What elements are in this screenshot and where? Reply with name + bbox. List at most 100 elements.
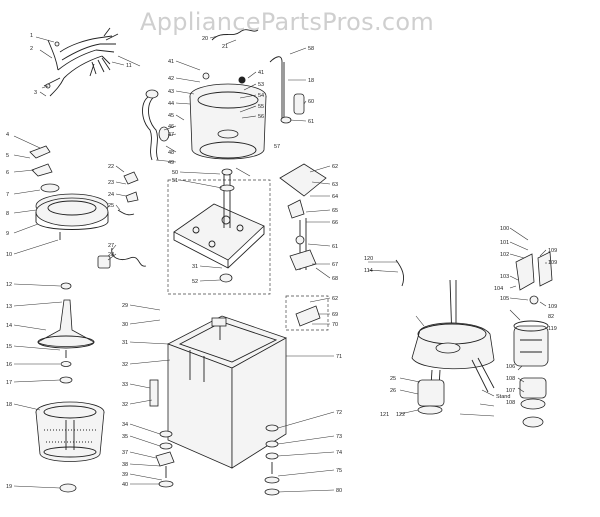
label-62: 62: [332, 164, 338, 170]
label-22: 22: [108, 164, 114, 170]
label-56: 56: [258, 114, 264, 120]
label-18b: 18: [308, 78, 314, 84]
label-108b: 108: [506, 400, 515, 406]
label-109c: 109: [548, 304, 557, 310]
label-30: 30: [122, 322, 128, 328]
label-87: 25: [390, 376, 396, 382]
label-23: 23: [108, 180, 114, 186]
label-72: 72: [336, 410, 342, 416]
label-41: 41: [168, 59, 174, 65]
label-67: 67: [332, 262, 338, 268]
label-45: 45: [168, 113, 174, 119]
label-32: 32: [122, 362, 128, 368]
label-43: 43: [168, 89, 174, 95]
label-100: 100: [500, 226, 509, 232]
hose-clamp-part: [145, 89, 159, 99]
wire-harness-part: [43, 27, 119, 97]
label-101: 101: [500, 240, 509, 246]
timer-and-wiring-part: [97, 171, 147, 269]
label-21: 21: [222, 44, 228, 50]
label-9: 9: [6, 231, 9, 237]
label-42: 42: [168, 76, 174, 82]
label-8: 8: [6, 211, 9, 217]
label-24: 24: [108, 192, 114, 198]
clip-part: [280, 116, 292, 124]
subassembly-outline-2: [285, 295, 329, 331]
label-109b: 109: [548, 260, 557, 266]
label-65: 65: [332, 208, 338, 214]
label-14: 14: [6, 323, 12, 329]
label-33: 33: [122, 382, 128, 388]
label-15: 15: [6, 344, 12, 350]
label-19: 19: [6, 484, 12, 490]
suspension-base-part: [173, 168, 265, 283]
panel-bracket-part: [149, 379, 159, 407]
tub-ring-part: [35, 193, 109, 240]
label-71: 71: [336, 354, 342, 360]
motor-bracket-part: [515, 251, 553, 305]
label-120: Stand: [496, 394, 510, 400]
label-3: 3: [34, 90, 37, 96]
fill-hose-part: [142, 95, 159, 161]
label-104: 104: [494, 286, 503, 292]
label-64: 64: [332, 194, 338, 200]
label-2: 2: [30, 46, 33, 52]
pressure-switch-part: [293, 93, 305, 115]
label-37: 37: [122, 450, 128, 456]
label-109: 109: [548, 248, 557, 254]
label-49: 49: [168, 160, 174, 166]
label-47: 47: [168, 132, 174, 138]
label-73: 73: [336, 434, 342, 440]
label-20: 20: [202, 36, 208, 42]
pump-part: [519, 377, 547, 428]
label-110: 114: [364, 268, 373, 274]
label-51: 51: [172, 178, 178, 184]
label-58: 58: [308, 46, 314, 52]
part-labels: 1 2 3 4 5 6 7 8 9 10 11 12 13 14 15 16 1…: [6, 33, 557, 494]
label-70: 70: [332, 322, 338, 328]
label-12: 12: [6, 282, 12, 288]
label-53: 53: [258, 82, 264, 88]
label-44: 44: [168, 101, 174, 107]
motor-part: [513, 320, 549, 367]
label-108: 108: [506, 376, 515, 382]
front-legs-part: [264, 424, 280, 496]
label-107: 107: [506, 388, 515, 394]
label-62b: 62: [332, 296, 338, 302]
label-118: 121: [380, 412, 389, 418]
label-102: 102: [500, 252, 509, 258]
subassembly-outline: [167, 179, 271, 295]
agitator-part: [37, 282, 95, 384]
label-61: 61: [308, 119, 314, 125]
label-48: 48: [168, 150, 174, 156]
label-66: 66: [332, 220, 338, 226]
belt-part: [395, 259, 405, 287]
label-106: 106: [506, 364, 515, 370]
label-61b: 61: [332, 244, 338, 250]
label-105: 105: [500, 296, 509, 302]
label-50: 50: [172, 170, 178, 176]
label-63: 63: [332, 182, 338, 188]
shift-lever-part: [471, 357, 495, 393]
label-5: 5: [6, 153, 9, 159]
label-88: 26: [390, 388, 396, 394]
cabinet-part: [167, 315, 287, 469]
label-54: 54: [258, 93, 264, 99]
brake-spring-part: [295, 305, 321, 327]
label-34: 34: [122, 422, 128, 428]
label-1: 1: [30, 33, 33, 39]
label-17: 17: [6, 380, 12, 386]
label-25: 25: [108, 203, 114, 209]
label-38: 38: [122, 462, 128, 468]
clutch-bracket-part: [279, 163, 327, 271]
label-60: 60: [308, 99, 314, 105]
label-28: 28: [108, 252, 114, 258]
label-6: 6: [6, 170, 9, 176]
transmission-part: [411, 279, 495, 415]
label-40: 40: [122, 482, 128, 488]
label-35: 35: [122, 434, 128, 440]
hose-clamp-part: [158, 126, 170, 142]
label-11: 11: [126, 63, 132, 69]
outer-tub-part: [189, 72, 267, 160]
drain-hose-part: [211, 29, 259, 41]
